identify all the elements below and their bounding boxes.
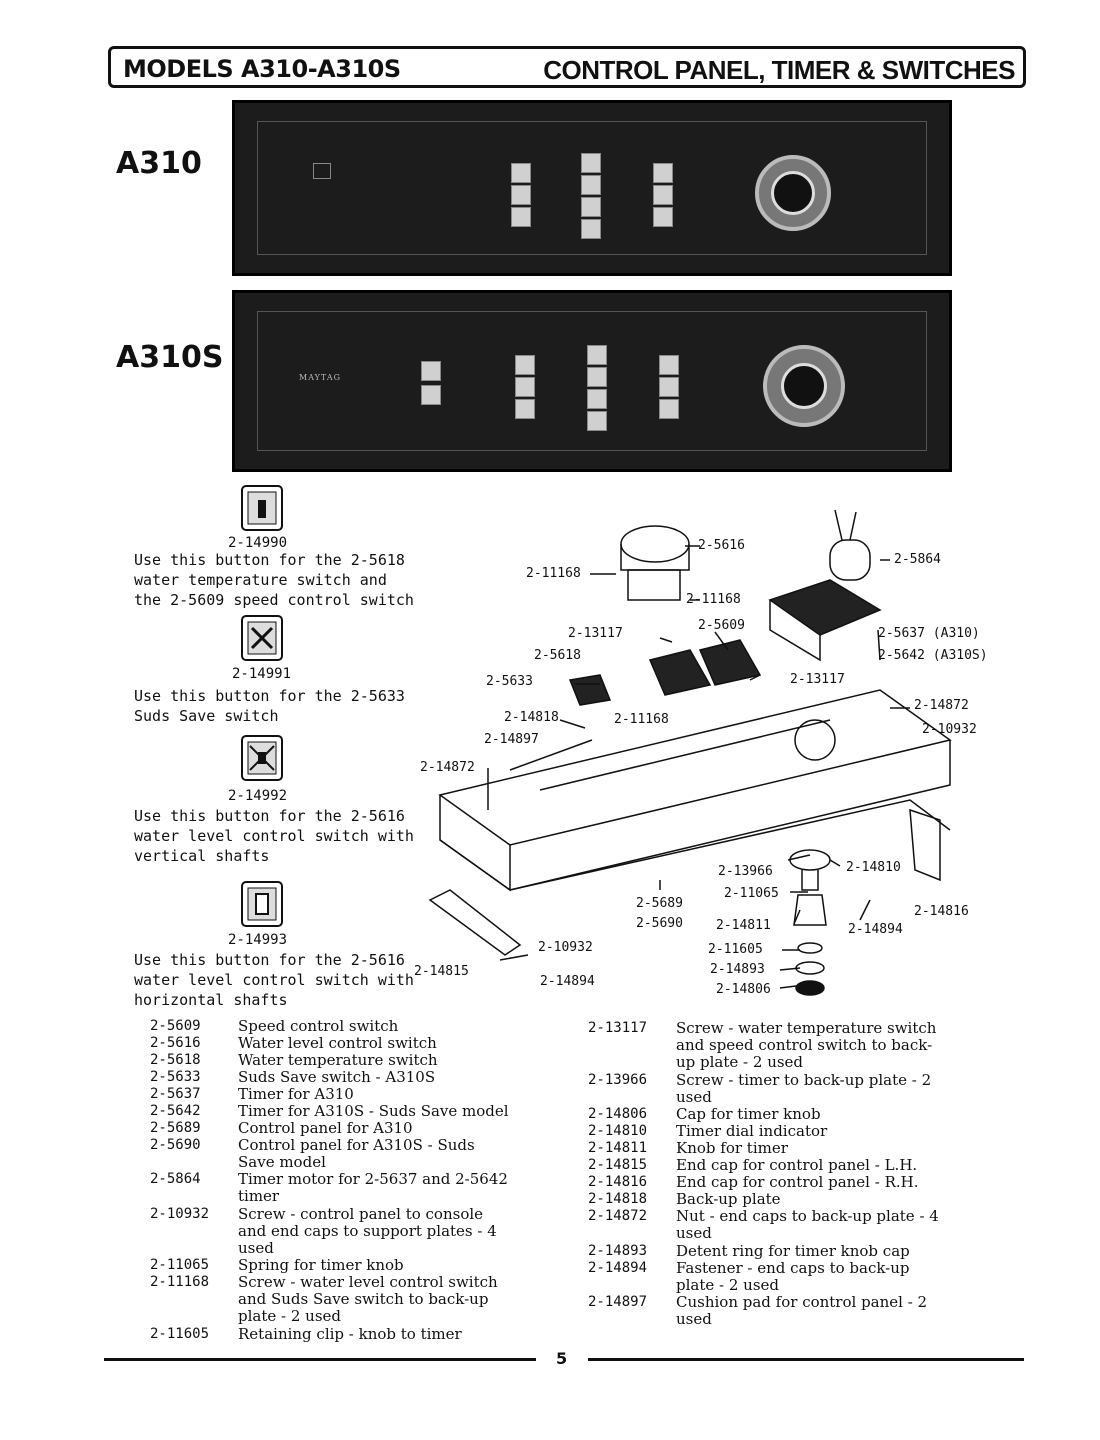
- callout-label: 2-14815: [414, 964, 469, 979]
- callout-label: 2-5618: [534, 648, 581, 663]
- callout-label: 2-14894: [540, 974, 595, 989]
- callout-label: 2-13117: [568, 626, 623, 641]
- callout-label: 2-14872: [914, 698, 969, 713]
- callout-label: 2-11065: [724, 886, 779, 901]
- callout-label: 2-14893: [710, 962, 765, 977]
- button-description: Use this button for the 2-5616 water lev…: [134, 807, 414, 865]
- callout-label: 2-5689: [636, 896, 683, 911]
- button-part-number: 2-14992: [228, 788, 288, 804]
- button-part-number: 2-14991: [232, 666, 292, 682]
- callout-label: 2-5616: [698, 538, 745, 553]
- button-description: Use this button for the 2-5616 water lev…: [134, 951, 414, 1009]
- callout-label: 2-11168: [526, 566, 581, 581]
- callout-label: 2-11605: [708, 942, 763, 957]
- button-14992-icon: [241, 735, 283, 781]
- button-14990-icon: [241, 485, 283, 531]
- callout-label: 2-10932: [922, 722, 977, 737]
- button-part-number: 2-14990: [228, 535, 288, 551]
- callout-label: 2-13966: [718, 864, 773, 879]
- page-header: MODELS A310-A310S CONTROL PANEL, TIMER &…: [108, 46, 1026, 88]
- section-title: CONTROL PANEL, TIMER & SWITCHES: [543, 55, 1015, 85]
- callout-label: 2-5864: [894, 552, 941, 567]
- a310-label: A310: [116, 146, 202, 181]
- footer-rule-left: [104, 1358, 536, 1361]
- callout-label: 2-5609: [698, 618, 745, 633]
- button-14991-icon: [241, 615, 283, 661]
- button-description: Use this button for the 2-5618 water tem…: [134, 551, 414, 609]
- callout-label: 2-14816: [914, 904, 969, 919]
- button-description: Use this button for the 2-5633 Suds Save…: [134, 687, 405, 725]
- callout-label: 2-5690: [636, 916, 683, 931]
- brand-logo: MAYTAG: [299, 373, 341, 382]
- callout-label: 2-14811: [716, 918, 771, 933]
- timer-knob-icon: [763, 345, 845, 427]
- page-number: 5: [556, 1349, 568, 1368]
- a310s-label: A310S: [116, 340, 224, 375]
- button-part-number: 2-14993: [228, 932, 288, 948]
- callout-label: 2-11168: [614, 712, 669, 727]
- a310s-panel-image: MAYTAG: [232, 290, 952, 472]
- models-heading: MODELS A310-A310S: [123, 55, 401, 83]
- indicator-icon: [313, 163, 331, 179]
- callout-label: 2-14897: [484, 732, 539, 747]
- button-14993-icon: [241, 881, 283, 927]
- callout-label: 2-5637 (A310): [878, 626, 980, 641]
- callout-label: 2-14806: [716, 982, 771, 997]
- exploded-parts-diagram: [428, 509, 952, 996]
- callout-label: 2-10932: [538, 940, 593, 955]
- callout-label: 2-5633: [486, 674, 533, 689]
- callout-label: 2-14894: [848, 922, 903, 937]
- callout-label: 2-11168: [686, 592, 741, 607]
- footer-rule-right: [588, 1358, 1024, 1361]
- callout-label: 2-14872: [420, 760, 475, 775]
- callout-label: 2-13117: [790, 672, 845, 687]
- callout-label: 2-14810: [846, 860, 901, 875]
- timer-knob-icon: [755, 155, 831, 231]
- a310-panel-image: [232, 100, 952, 276]
- callout-label: 2-14818: [504, 710, 559, 725]
- callout-label: 2-5642 (A310S): [878, 648, 988, 663]
